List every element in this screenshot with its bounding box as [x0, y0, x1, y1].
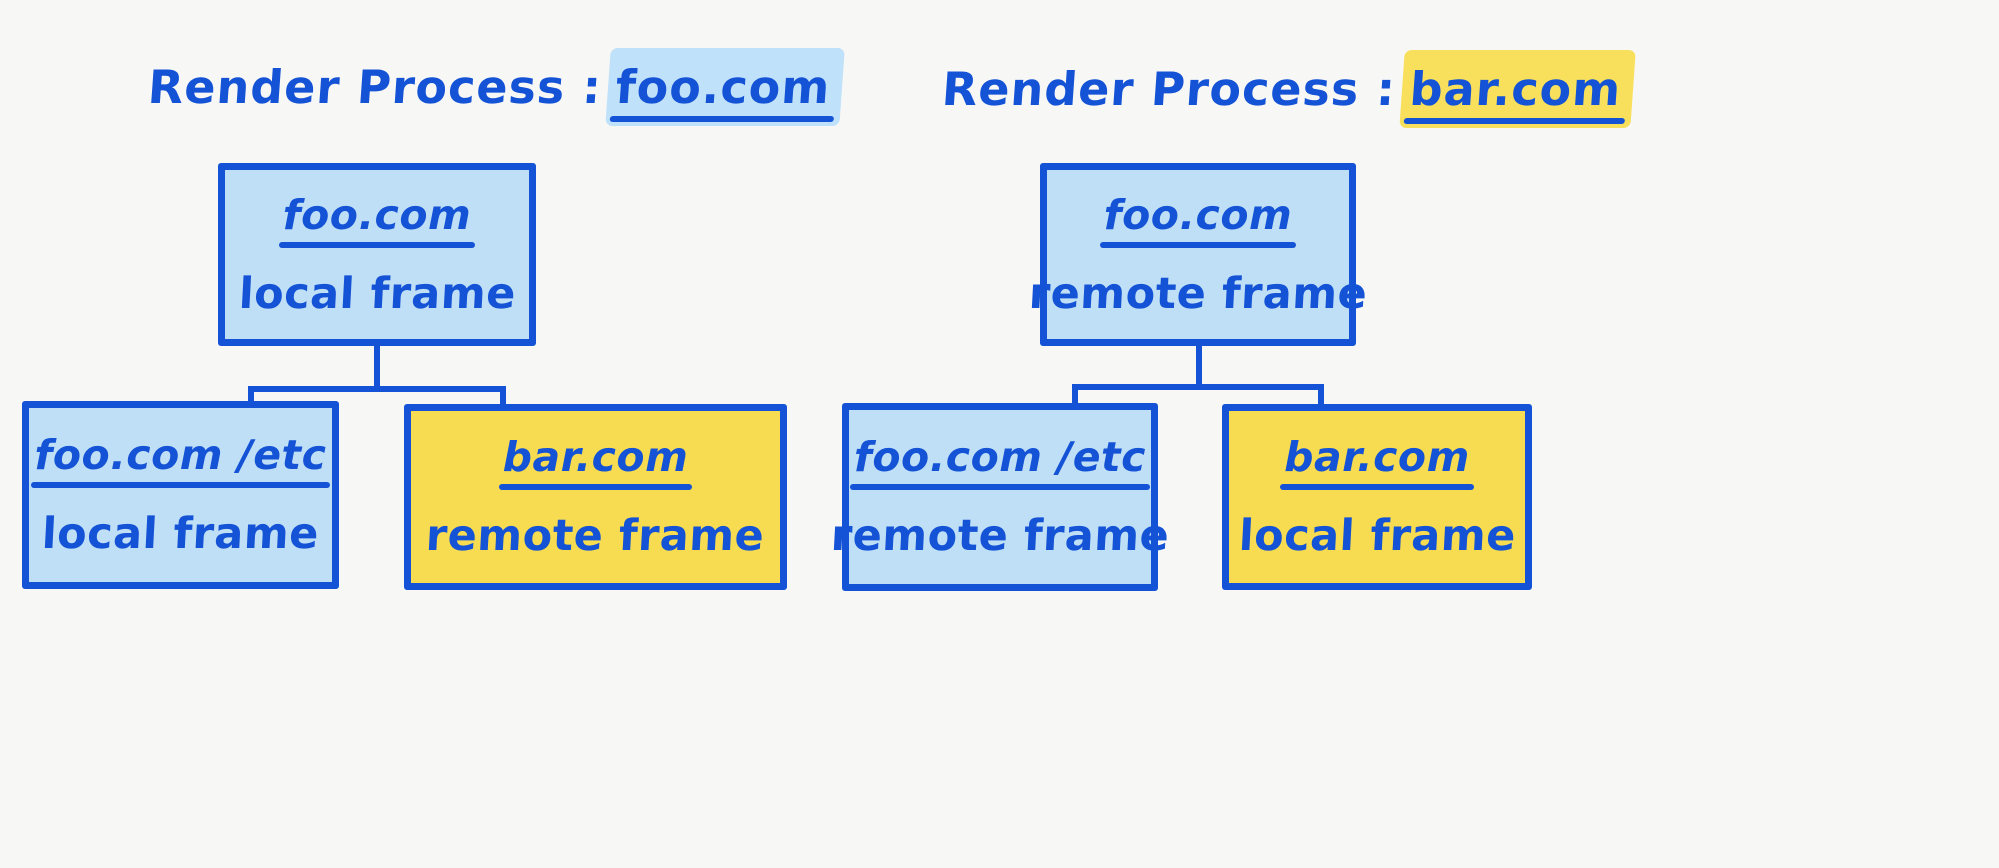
frame-host: foo.com /etc — [850, 433, 1150, 490]
heading-prefix: Render Process : — [146, 60, 604, 114]
connector-crossbar — [248, 386, 506, 392]
connector-trunk — [374, 346, 380, 390]
frame-kind: local frame — [40, 509, 321, 559]
frame-host: bar.com — [1280, 433, 1474, 490]
frame-kind: remote frame — [425, 511, 766, 561]
heading-render-process-foo: Render Process :foo.com — [146, 60, 840, 122]
frame-node-child-left[interactable]: foo.com /etc local frame — [22, 401, 339, 589]
heading-render-process-bar: Render Process :bar.com — [940, 62, 1631, 124]
connector-trunk — [1196, 346, 1202, 388]
frame-kind: remote frame — [829, 511, 1171, 561]
host-underline — [498, 484, 693, 490]
connector-branch-right — [1318, 384, 1324, 408]
connector-branch-left — [248, 386, 254, 406]
frame-host: foo.com — [1099, 191, 1297, 248]
heading-process-highlight: foo.com — [606, 60, 840, 122]
connector-branch-left — [1072, 384, 1078, 406]
heading-underline — [609, 116, 835, 122]
heading-process-label: bar.com — [1408, 62, 1624, 116]
heading-process-label: foo.com — [614, 60, 833, 114]
host-underline — [278, 241, 476, 248]
heading-underline — [1403, 118, 1626, 124]
render-process-diagram-bar: Render Process :bar.com foo.com remote f… — [830, 0, 1999, 868]
frame-node-child-right[interactable]: bar.com remote frame — [404, 404, 787, 590]
host-underline — [1099, 241, 1297, 248]
heading-prefix: Render Process : — [940, 62, 1398, 116]
connector-branch-right — [500, 386, 506, 410]
frame-node-child-left[interactable]: foo.com /etc remote frame — [830, 403, 1170, 591]
frame-host: bar.com — [498, 433, 693, 490]
host-underline — [30, 482, 331, 488]
frame-host: foo.com — [278, 191, 476, 248]
frame-node-top[interactable]: foo.com remote frame — [1028, 163, 1368, 346]
frame-host: foo.com /etc — [30, 431, 331, 488]
host-underline — [1280, 484, 1474, 490]
frame-node-child-right[interactable]: bar.com local frame — [1222, 404, 1532, 590]
render-process-diagram-foo: Render Process :foo.com foo.com local fr… — [0, 0, 1000, 868]
frame-node-top[interactable]: foo.com local frame — [218, 163, 536, 346]
frame-kind: remote frame — [1027, 268, 1369, 319]
connector-crossbar — [1072, 384, 1324, 390]
frame-kind: local frame — [1237, 511, 1517, 561]
heading-process-highlight: bar.com — [1400, 62, 1631, 124]
host-underline — [850, 484, 1150, 490]
frame-kind: local frame — [237, 268, 517, 319]
